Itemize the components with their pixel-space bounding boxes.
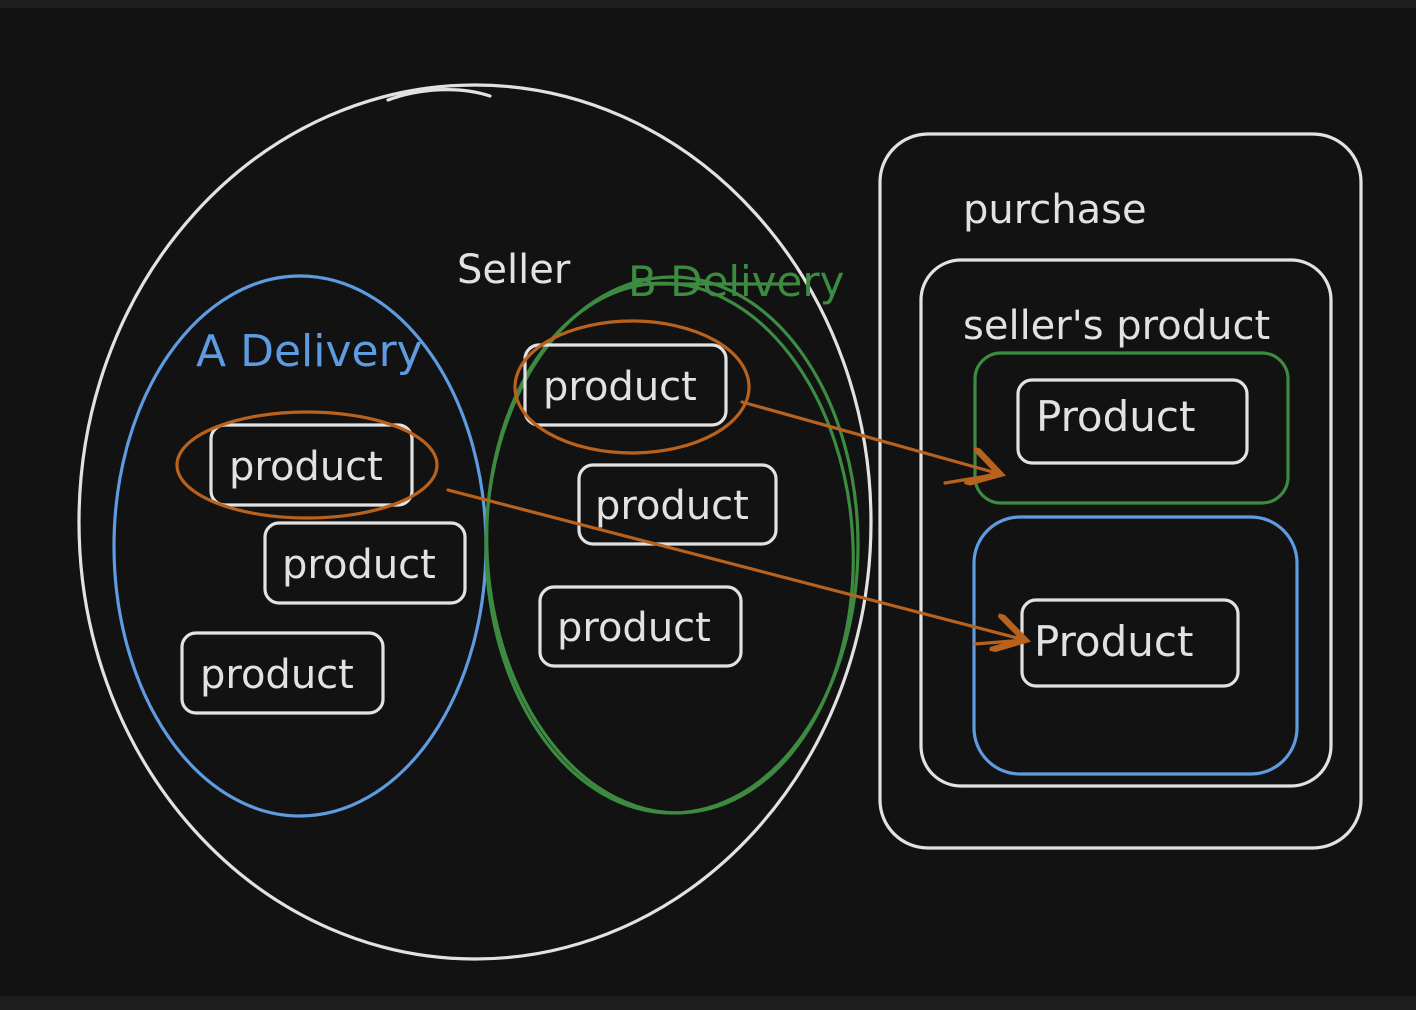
a-product-label-1: product [229, 444, 383, 490]
green-group-box [973, 351, 1290, 505]
b-delivery-label: B Delivery [628, 257, 845, 306]
b-product-label-1: product [543, 364, 697, 410]
b-product-box-1[interactable] [523, 343, 728, 427]
purchase-box [878, 132, 1363, 850]
top-bar [0, 0, 1416, 8]
seller-ellipse [77, 83, 873, 961]
highlight-a-product [175, 410, 439, 520]
a-delivery-label: A Delivery [196, 326, 423, 377]
a-product-box-2[interactable] [263, 521, 467, 605]
a-product-box-1[interactable] [209, 423, 414, 507]
arrow-a-tail [973, 638, 1027, 646]
purchase-product-label-1: Product [1036, 392, 1195, 441]
arrow-b-tail [943, 472, 1002, 485]
blue-group-box [972, 515, 1299, 776]
b-product-box-3[interactable] [538, 585, 743, 668]
a-product-label-3: product [200, 652, 354, 698]
a-product-box-3[interactable] [180, 631, 385, 715]
seller-label: Seller [457, 247, 571, 293]
purchase-label: purchase [963, 187, 1147, 233]
arrow-b-to-green [740, 400, 1000, 474]
a-product-label-2: product [282, 542, 436, 588]
b-product-label-2: product [595, 483, 749, 529]
purchase-product-label-2: Product [1034, 617, 1193, 666]
purchase-product-box-1[interactable] [1016, 378, 1249, 465]
highlight-b-product [513, 319, 751, 455]
sellers-product-box [919, 258, 1333, 788]
seller-ellipse-sketch [386, 88, 492, 102]
bottom-bar [0, 996, 1416, 1010]
arrow-a-to-blue [446, 488, 1025, 640]
sellers-product-label: seller's product [963, 303, 1270, 349]
b-product-box-2[interactable] [577, 463, 778, 546]
b-product-label-3: product [557, 605, 711, 651]
